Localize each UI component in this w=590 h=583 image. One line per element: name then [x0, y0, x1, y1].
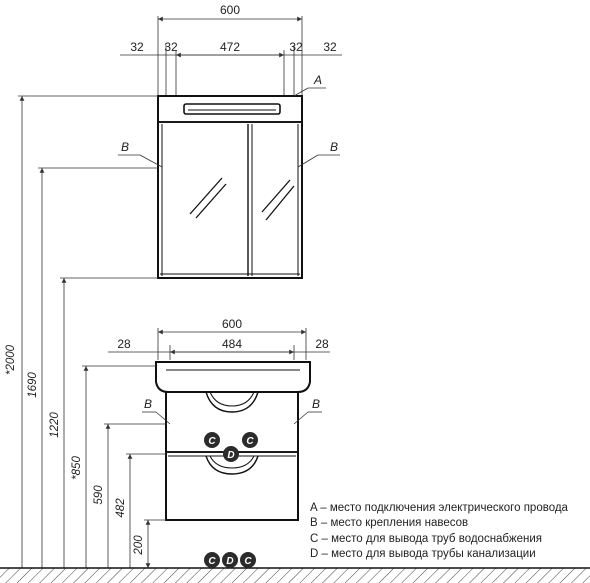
bottom-dimensions: 600 28 484 28 — [108, 317, 330, 360]
dim-v-200: 200 — [133, 535, 145, 556]
marker-b-mirror-right-label: B — [330, 140, 338, 154]
dim-v-1220: 1220 — [49, 412, 61, 438]
dim-v-482: 482 — [115, 498, 127, 518]
marker-c1: C — [208, 436, 216, 447]
floor-marker-d: D — [226, 556, 233, 567]
dim-top-right-inner: 32 — [289, 40, 303, 54]
dim-bottom-middle: 484 — [222, 337, 242, 351]
top-dimensions: 600 32 32 472 32 32 — [120, 3, 342, 165]
dim-top-left-inner: 32 — [164, 40, 178, 54]
pipe-markers: C C D — [204, 432, 258, 462]
legend: A – место подключения электрического про… — [310, 502, 569, 560]
dim-top-left-outer: 32 — [130, 40, 144, 54]
dim-top-overall: 600 — [220, 3, 240, 17]
marker-b-mirror: B B — [118, 140, 340, 168]
vertical-dimensions: *2000 1690 1220 *850 590 482 200 — [5, 95, 166, 568]
legend-d: D – место для вывода трубы канализации — [310, 548, 536, 560]
marker-c2: C — [246, 436, 254, 447]
dim-v-590: 590 — [93, 485, 105, 505]
legend-a: A – место подключения электрического про… — [310, 502, 569, 514]
vanity-cabinet — [155, 361, 311, 521]
marker-a: A — [293, 73, 326, 97]
marker-b-cabinet: B B — [142, 397, 322, 425]
marker-a-label: A — [313, 73, 322, 87]
floor-marker-c2: C — [244, 556, 252, 567]
dim-bottom-right: 28 — [315, 337, 329, 351]
dim-top-right-outer: 32 — [323, 40, 337, 54]
marker-b-mirror-left-label: B — [121, 140, 129, 154]
marker-b-cabinet-left-label: B — [144, 397, 152, 411]
legend-c: C – место для вывода труб водоснабжения — [310, 533, 542, 545]
floor: C D C — [0, 552, 590, 583]
dim-v-850: *850 — [71, 456, 83, 480]
dim-bottom-left: 28 — [117, 337, 131, 351]
marker-d: D — [227, 450, 234, 461]
legend-b: B – место крепления навесов — [310, 517, 468, 529]
floor-marker-c1: C — [208, 556, 216, 567]
marker-b-cabinet-right-label: B — [312, 397, 320, 411]
mirror-cabinet — [157, 95, 303, 279]
dim-v-1690: 1690 — [27, 372, 39, 398]
dim-top-middle: 472 — [220, 40, 240, 54]
dim-bottom-overall: 600 — [222, 317, 242, 331]
dim-v-2000: *2000 — [5, 344, 17, 375]
